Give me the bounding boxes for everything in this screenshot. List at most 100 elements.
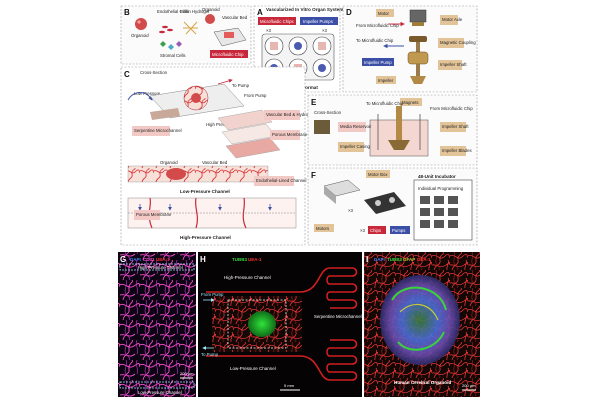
e-to-chip-label: To Microfluidic Chip <box>366 101 404 106</box>
cross-section-stack <box>217 109 281 159</box>
i-caption: Human Cerebral Organoid <box>394 380 451 385</box>
panel-c: C Cross-Section Low Pressure To Pump Fro… <box>120 66 314 246</box>
panel-g-letter: G <box>120 255 126 264</box>
a-chips-label: Microfluidic Chips <box>260 19 294 24</box>
h-serpentine-top <box>206 267 358 309</box>
stromal-cells-icon <box>160 41 182 50</box>
e-media-reservoir-label: Media Reservoir <box>340 124 372 129</box>
g-micrograph <box>118 252 196 397</box>
i-legend-tubb3: TUBB3 <box>387 257 402 262</box>
f-x3-label: ×3 <box>348 208 354 213</box>
panel-i-letter: I <box>366 255 368 264</box>
panel-i: I DAPI TUBB3 GFAP UEA-1 Human Cerebral O… <box>364 252 480 397</box>
panel-e: E Cross-Section Magnets To Microfluidic … <box>307 94 478 166</box>
motor-icon <box>407 9 429 84</box>
b-endothelial-label: Endothelial Cells <box>157 9 189 14</box>
e-cross-section-label: Cross-Section <box>314 110 342 115</box>
c-endothelial-lined-label: Endothelial-Lined Channel <box>256 178 306 183</box>
a-x3-right: ×3 <box>322 28 328 33</box>
c-porous-membrane-label: Porous Membrane <box>272 132 308 137</box>
i-legend-dapi: DAPI <box>374 257 385 262</box>
panel-b: B Organoid Endothelial Cells Fibrin Hydr… <box>120 5 252 65</box>
panel-h-letter: H <box>200 255 206 264</box>
f-motor-box-label: Motor Box <box>368 172 388 177</box>
e-magnets-label: Magnets <box>402 100 418 105</box>
fibrin-hydrogel-icon <box>183 21 198 35</box>
c-porous-membrane2-label: Porous Membrane <box>136 212 172 217</box>
h-low-channel: Low-Pressure Channel <box>230 366 276 371</box>
d-to-chip-label: To Microfluidic Chip <box>356 38 394 43</box>
f-motors-label: Motors <box>316 226 329 231</box>
a-title: Vascularized In Vitro Organ Systems: <box>266 7 348 12</box>
c-cross-section-label: Cross-Section <box>140 70 168 75</box>
i-legend-gfap: GFAP <box>403 257 415 262</box>
incubator-icon <box>413 179 473 241</box>
e-impeller-shaft-label: Impeller Shaft <box>442 124 469 129</box>
panel-h: H TUBB3 UEA-1 High-Pressure Channel From… <box>198 252 362 397</box>
chip-isometric <box>149 83 245 120</box>
motor-box-icon <box>323 179 406 214</box>
e-from-chip-label: From Microfluidic Chip <box>430 106 473 111</box>
panel-d-letter: D <box>346 8 352 17</box>
d-impeller-pump-label: Impeller Pump <box>364 60 392 65</box>
c-vascular-bed-label: Vascular Bed <box>202 160 228 165</box>
panel-a-letter: A <box>257 8 263 17</box>
panel-g: G DAPI CD31 UEA-1 High-Pressure Channel … <box>118 252 196 397</box>
g-legend-uea: UEA-1 <box>156 257 170 262</box>
h-serpentine-bottom <box>206 339 358 381</box>
panel-f: F Motor Box ×3 Motors ×3 Chips Pumps 48-… <box>307 167 478 246</box>
panel-b-letter: B <box>124 8 130 17</box>
b-fibrin-label: Fibrin Hydrogel <box>180 9 209 14</box>
c-serpentine-label: Serpentine Microchannel <box>134 128 182 133</box>
b-organoid-label: Organoid <box>131 33 149 38</box>
b-chip-label: Microfluidic Chip <box>212 52 244 57</box>
channel-cross-section <box>127 197 297 229</box>
h-scale-label: 5 mm <box>284 383 295 388</box>
c-low-pressure-label: Low Pressure <box>134 91 161 96</box>
panel-d: D Motor Motor Axle From Microfluidic Chi… <box>342 5 478 93</box>
c-organoid-label: Organoid <box>160 160 178 165</box>
g-legend-cd31: CD31 <box>143 257 155 262</box>
c-to-pump-label: To Pump <box>232 83 250 88</box>
g-legend-dapi: DAPI <box>130 257 141 262</box>
f-pumps-label: Pumps <box>392 228 405 233</box>
g-low-channel: Low-Pressure Channel <box>138 390 182 395</box>
d-motor-axle-label: Motor Axle <box>442 17 463 22</box>
b-stromal-label: Stromal Cells <box>160 53 186 58</box>
f-x3-label-2: ×3 <box>360 228 366 233</box>
d-motor-label: Motor <box>378 11 390 16</box>
endothelial-cells-icon <box>159 25 173 34</box>
organoid-small-icon <box>205 14 215 24</box>
h-organoid <box>248 311 276 337</box>
d-from-chip-label: From Microfluidic Chip <box>356 23 399 28</box>
f-programming-label: Individual Programming <box>418 186 464 191</box>
d-impeller-shaft-label: Impeller Shaft <box>440 62 467 67</box>
h-from-pump: From Pump <box>201 292 224 297</box>
d-impeller-label: Impeller <box>378 78 394 83</box>
c-low-channel-label: Low-Pressure Channel <box>180 189 230 194</box>
panel-e-letter: E <box>311 98 317 107</box>
f-chips-label: Chips <box>370 228 381 233</box>
h-serpentine: Serpentine Microchannel <box>314 314 362 319</box>
h-to-pump: To Pump <box>201 352 219 357</box>
c-vascular-bed-hydrogel-label: Vascular Bed & Hydrogel <box>266 112 314 117</box>
c-high-pressure-label: High Pressure <box>206 122 234 127</box>
g-high-channel: High-Pressure Channel <box>138 265 183 270</box>
d-magnetic-label: Magnetic Coupling <box>440 40 476 45</box>
h-legend-uea: UEA-1 <box>248 257 262 262</box>
organoid-icon <box>135 18 147 30</box>
vascular-bed-strip <box>127 165 269 183</box>
h-legend-tubb3: TUBB3 <box>232 257 247 262</box>
c-high-channel-label: High-Pressure Channel <box>180 235 231 240</box>
g-scale-label: 200 µm <box>180 371 194 376</box>
a-pumps-label: Impeller Pumps <box>303 19 333 24</box>
e-impeller-icon <box>314 120 330 134</box>
panel-c-letter: C <box>124 70 130 79</box>
e-impeller-casing-label: Impeller Casing <box>340 144 370 149</box>
a-x3-left: ×3 <box>266 28 272 33</box>
i-legend-uea: UEA-1 <box>417 257 431 262</box>
panel-f-letter: F <box>311 171 316 180</box>
c-from-pump-label: From Pump <box>244 93 267 98</box>
h-high-channel: High-Pressure Channel <box>224 275 271 280</box>
